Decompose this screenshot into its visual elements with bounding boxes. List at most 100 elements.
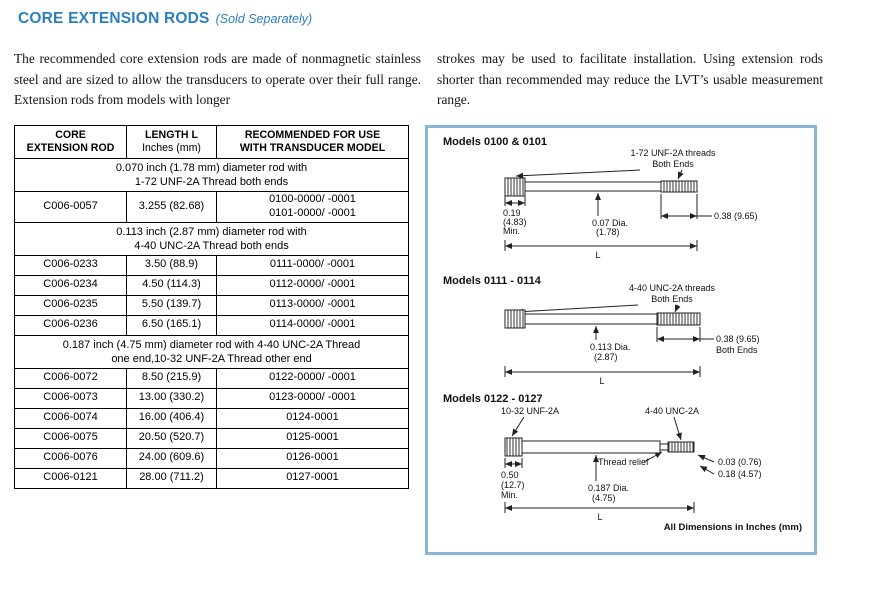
- table-row: C006-0121 28.00 (711.2) 0127-0001: [14, 467, 409, 489]
- page-subtitle: (Sold Separately): [215, 12, 313, 26]
- diagram-0100-0101: 1-72 UNF-2A threads Both Ends 0.19 (4.83…: [503, 148, 758, 260]
- left-thread-hatch: [504, 437, 523, 457]
- transducer-models: 0100-0000/ -0001 0101-0000/ -0001: [216, 191, 409, 223]
- length-label: L: [599, 376, 604, 386]
- rod-type-cell: 0.187 inch (4.75 mm) diameter rod with 4…: [14, 334, 409, 369]
- diagram-title-0100-0101: Models 0100 & 0101: [443, 136, 547, 148]
- model-line: 0100-0000/ -0001: [269, 193, 356, 205]
- length-label: L: [597, 512, 602, 522]
- leader-lines: [511, 416, 715, 475]
- table-row: C006-0233 3.50 (88.9) 0111-0000/ -0001: [14, 254, 409, 276]
- transducer-models: 0111-0000/ -0001: [216, 254, 409, 276]
- min-dim-label: (12.7): [501, 480, 525, 490]
- left-thread-hatch: [504, 309, 526, 329]
- thread-spec-label: 4-40 UNC-2A threads: [629, 283, 716, 293]
- rod-length: 6.50 (165.1): [126, 314, 217, 336]
- diameter-label: 0.113 Dia.: [590, 342, 630, 352]
- page-title: CORE EXTENSION RODS: [18, 10, 210, 27]
- rod-length: 20.50 (520.7): [126, 427, 217, 449]
- rod-length: 13.00 (330.2): [126, 387, 217, 409]
- header-line: LENGTH L: [145, 129, 198, 141]
- right-thread-hatch: [667, 441, 695, 453]
- dimensions-footnote: All Dimensions in Inches (mm): [663, 522, 802, 533]
- dimension-lines: [504, 455, 695, 513]
- diameter-label: 0.07 Dia.: [592, 218, 628, 228]
- rod-part-number: C006-0073: [14, 387, 127, 409]
- transducer-models: 0112-0000/ -0001: [216, 274, 409, 296]
- end-dim-label: 0.38 (9.65): [714, 211, 758, 221]
- table-row: C006-0076 24.00 (609.6) 0126-0001: [14, 447, 409, 469]
- model-line: 0101-0000/ -0001: [269, 206, 356, 219]
- rod-length: 4.50 (114.3): [126, 274, 217, 296]
- rod-type-cell: 0.070 inch (1.78 mm) diameter rod with 1…: [14, 157, 409, 193]
- rod-body: [524, 181, 662, 192]
- span-line: 0.070 inch (1.78 mm) diameter rod with: [115, 161, 308, 174]
- dimension-lines: [504, 326, 714, 377]
- diagram-title-0122-0127: Models 0122 - 0127: [443, 393, 543, 405]
- col-header-length: LENGTH L Inches (mm): [126, 125, 217, 159]
- table-span-row: 0.070 inch (1.78 mm) diameter rod with 1…: [14, 157, 409, 193]
- transducer-models: 0124-0001: [216, 407, 409, 429]
- relief-dim-label: 0.03 (0.76): [718, 457, 762, 467]
- end-dim-label: Both Ends: [716, 345, 758, 355]
- diameter-label: (2.87): [594, 352, 618, 362]
- thread-spec-left-label: 10-32 UNF-2A: [501, 406, 559, 416]
- rod-length: 8.50 (215.9): [126, 367, 217, 389]
- header-line: WITH TRANSDUCER MODEL: [239, 141, 386, 154]
- rod-part-number: C006-0072: [14, 367, 127, 389]
- intro-paragraph-left: The recommended core extension rods are …: [14, 51, 421, 107]
- section-heading: CORE EXTENSION RODS (Sold Separately): [18, 10, 312, 28]
- rod-length: 5.50 (139.7): [126, 294, 217, 316]
- table-span-row: 0.187 inch (4.75 mm) diameter rod with 4…: [14, 334, 409, 369]
- rod-part-number: C006-0074: [14, 407, 127, 429]
- rod-part-number: C006-0057: [14, 191, 127, 223]
- rod-length: 16.00 (406.4): [126, 407, 217, 429]
- diagram-panel: Models 0100 & 0101 1-72 UNF-2A threads B…: [425, 125, 817, 555]
- min-dim-label: Min.: [503, 226, 520, 236]
- table-header-row: CORE EXTENSION ROD LENGTH L Inches (mm) …: [14, 125, 409, 159]
- transducer-models: 0114-0000/ -0001: [216, 314, 409, 336]
- end-dim-label: 0.38 (9.65): [716, 334, 760, 344]
- diagram-0122-0127: 10-32 UNF-2A 4-40 UNC-2A Thread relief: [501, 406, 762, 522]
- dimension-lines: [504, 193, 712, 251]
- min-dim-label: 0.50: [501, 470, 519, 480]
- col-header-rod: CORE EXTENSION ROD: [14, 125, 127, 159]
- transducer-models: 0122-0000/ -0001: [216, 367, 409, 389]
- table-row: C006-0235 5.50 (139.7) 0113-0000/ -0001: [14, 294, 409, 316]
- header-line: RECOMMENDED FOR USE: [244, 129, 381, 141]
- rod-part-number: C006-0233: [14, 254, 127, 276]
- thread-spec-label: Both Ends: [651, 294, 693, 304]
- transducer-models: 0125-0001: [216, 427, 409, 449]
- rod-body: [524, 313, 658, 325]
- left-thread-hatch: [504, 177, 526, 197]
- right-thread-hatch: [660, 180, 698, 193]
- thread-relief-label: Thread relief: [598, 457, 649, 467]
- span-line: 1-72 UNF-2A Thread both ends: [134, 175, 289, 188]
- rod-part-number: C006-0234: [14, 274, 127, 296]
- rod-length: 3.255 (82.68): [126, 191, 217, 223]
- rod-body: [521, 440, 661, 454]
- thread-dim-label: 0.18 (4.57): [718, 469, 762, 479]
- header-line: CORE: [55, 129, 86, 141]
- rod-part-number: C006-0121: [14, 467, 127, 489]
- span-line: 0.187 inch (4.75 mm) diameter rod with 4…: [62, 338, 361, 351]
- diameter-label: (1.78): [596, 227, 620, 237]
- rod-part-number: C006-0236: [14, 314, 127, 336]
- table-row: C006-0072 8.50 (215.9) 0122-0000/ -0001: [14, 367, 409, 389]
- diameter-label: (4.75): [592, 493, 616, 503]
- diameter-label: 0.187 Dia.: [588, 483, 629, 493]
- header-line: Inches (mm): [142, 141, 201, 154]
- header-line: EXTENSION ROD: [26, 141, 115, 154]
- leader-lines: [515, 304, 681, 315]
- table-row: C006-0234 4.50 (114.3) 0112-0000/ -0001: [14, 274, 409, 296]
- rod-part-number: C006-0075: [14, 427, 127, 449]
- right-thread-hatch: [656, 312, 701, 326]
- leader-lines: [515, 169, 684, 180]
- core-extension-rod-table: CORE EXTENSION ROD LENGTH L Inches (mm) …: [14, 125, 409, 489]
- thread-spec-right-label: 4-40 UNC-2A: [645, 406, 699, 416]
- col-header-models: RECOMMENDED FOR USE WITH TRANSDUCER MODE…: [216, 125, 409, 159]
- thread-relief-neck: [659, 443, 669, 451]
- table-row: C006-0073 13.00 (330.2) 0123-0000/ -0001: [14, 387, 409, 409]
- span-line: one end,10-32 UNF-2A Thread other end: [111, 352, 312, 365]
